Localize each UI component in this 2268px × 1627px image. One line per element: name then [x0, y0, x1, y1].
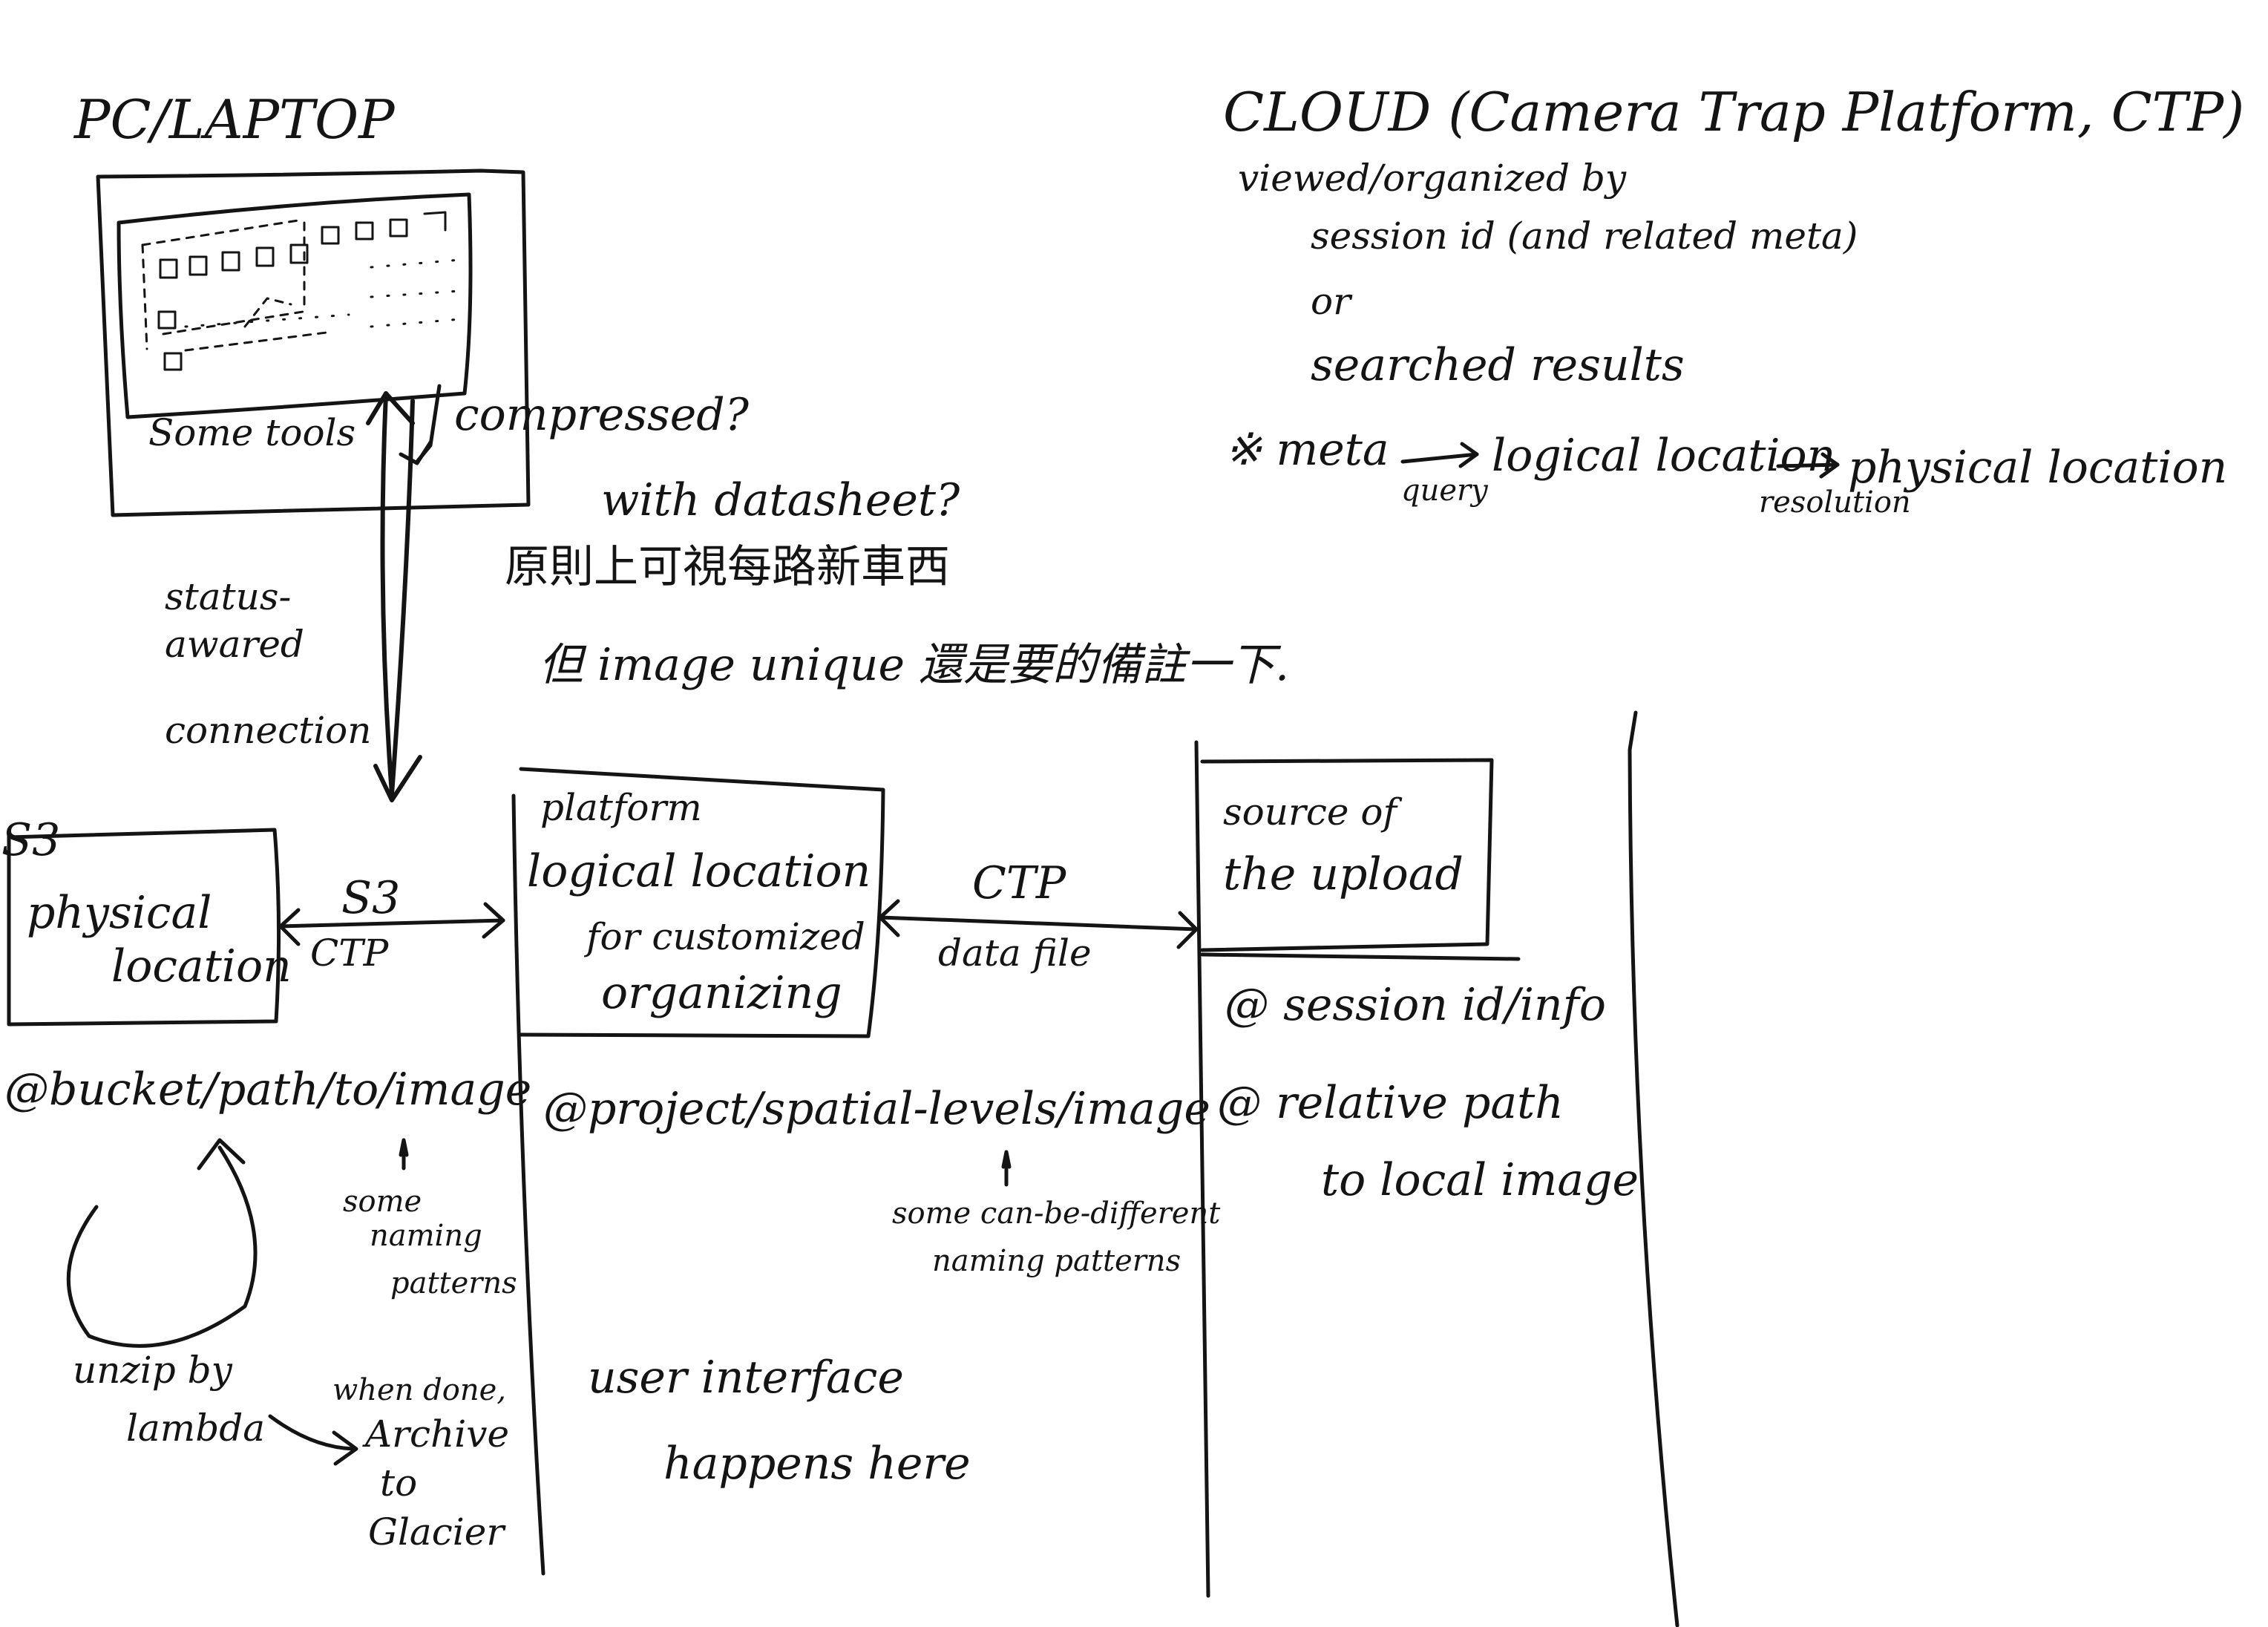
- flow-physical: physical location: [1848, 442, 2228, 494]
- platform-ui-line1: user interface: [588, 1352, 904, 1404]
- source-box: [1200, 758, 1494, 952]
- upload-note-line2: 但 image unique 還是要的備註一下.: [539, 639, 1290, 691]
- archive-line4: Glacier: [368, 1510, 505, 1554]
- flow-meta: ※ meta: [1225, 424, 1389, 476]
- platform-box-line3: for customized: [586, 915, 865, 958]
- platform-box: [519, 767, 885, 1038]
- archive-arrow: [268, 1414, 355, 1451]
- compressed-label: compressed?: [454, 389, 749, 441]
- cloud-searched: searched results: [1311, 339, 1685, 391]
- source-box-line1: source of: [1223, 790, 1397, 834]
- cloud-title: CLOUD (Camera Trap Platform, CTP): [1223, 81, 2245, 143]
- resolution-arrow: [1776, 462, 1840, 468]
- s3-arrow-bottom: CTP: [310, 932, 389, 975]
- s3-path: @bucket/path/to/image: [4, 1064, 532, 1116]
- s3-platform-arrow: [278, 918, 505, 929]
- upload-note-line1: 原則上可視每路新車西: [505, 541, 950, 593]
- unzip-line2: lambda: [126, 1407, 266, 1450]
- s3-box: [7, 828, 281, 1027]
- s3-box-line2: location: [111, 940, 292, 992]
- platform-ui-line2: happens here: [663, 1438, 971, 1490]
- right-boundary-line: [1628, 710, 1679, 1627]
- platform-box-line1: platform: [540, 786, 702, 829]
- unzip-line1: unzip by: [73, 1349, 232, 1392]
- query-arrow: [1400, 452, 1479, 464]
- platform-source-arrow: [878, 915, 1199, 932]
- connection-arrow: [380, 391, 415, 796]
- cloud-viewed-by: viewed/organized by: [1238, 157, 1627, 200]
- status-label-3: connection: [165, 709, 372, 752]
- flow-resolution: resolution: [1759, 485, 1911, 520]
- status-label-1: status-: [165, 575, 292, 618]
- s3-tag: S3: [1, 814, 61, 866]
- platform-arrow-top: CTP: [972, 857, 1066, 909]
- thumbnail-grid: [141, 218, 328, 352]
- cloud-or: or: [1311, 280, 1351, 323]
- source-item-3: to local image: [1321, 1154, 1639, 1206]
- cloud-session: session id (and related meta): [1311, 215, 1858, 258]
- platform-column-line: [511, 793, 545, 1576]
- s3-naming-3: patterns: [390, 1266, 517, 1300]
- platform-arrow-bottom: data file: [938, 932, 1092, 975]
- s3-naming-2: naming: [370, 1219, 482, 1253]
- pc-tools-label: Some tools: [148, 411, 356, 454]
- source-box-line2: the upload: [1223, 848, 1464, 900]
- platform-naming-1: some can-be-different: [892, 1196, 1221, 1231]
- platform-path: @project/spatial-levels/image: [543, 1083, 1210, 1135]
- lambda-cycle: [66, 1145, 258, 1348]
- datasheet-label: with datasheet?: [601, 474, 960, 526]
- pc-title: PC/LAPTOP: [74, 88, 395, 151]
- thumbnail-dots: [184, 258, 462, 328]
- archive-line1: when done,: [332, 1373, 506, 1407]
- laptop-outer-box: [96, 168, 531, 517]
- flow-logical: logical location: [1492, 430, 1836, 482]
- s3-naming-1: some: [343, 1185, 422, 1219]
- flow-query: query: [1401, 474, 1488, 508]
- s3-box-line1: physical: [27, 887, 212, 939]
- platform-box-line4: organizing: [601, 967, 842, 1019]
- s3-arrow-top: S3: [341, 872, 401, 924]
- archive-line3: to: [380, 1461, 418, 1505]
- platform-naming-2: naming patterns: [932, 1244, 1181, 1278]
- source-column-line: [1194, 740, 1210, 1598]
- platform-box-line2: logical location: [527, 845, 871, 897]
- archive-line2: Archive: [365, 1412, 510, 1456]
- thumbnail-icons: [157, 211, 447, 371]
- source-item-2: @ relative path: [1217, 1077, 1564, 1129]
- source-item-1: @ session id/info: [1225, 979, 1606, 1031]
- laptop-screen: [117, 192, 473, 419]
- status-label-2: awared: [165, 623, 304, 666]
